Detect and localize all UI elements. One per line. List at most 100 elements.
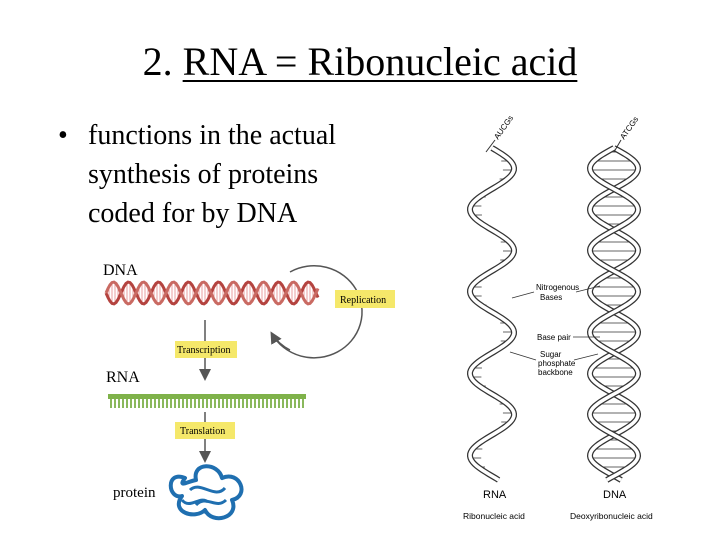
rna-base (294, 399, 296, 408)
rna-base (190, 399, 192, 408)
rna-base (218, 399, 220, 408)
rna-base (198, 399, 200, 408)
rna-base (210, 399, 212, 408)
transcription-label: Transcription (177, 345, 231, 356)
rna-base (298, 399, 300, 408)
rna-base (150, 399, 152, 408)
dna-label: DNA (103, 262, 138, 279)
replication-loop-arrow (270, 265, 363, 359)
bullet-line-3: coded for by DNA (88, 198, 298, 229)
callout-backbone: backbone (538, 368, 573, 377)
bullet-dot: • (58, 120, 68, 151)
rna-base (238, 399, 240, 408)
rna-base (230, 399, 232, 408)
rna-subcaption: Ribonucleic acid (463, 511, 525, 521)
rna-base (258, 399, 260, 408)
rna-base (262, 399, 264, 408)
dna-subcaption: Deoxyribonucleic acid (570, 511, 653, 521)
rna-base (250, 399, 252, 408)
rna-base (158, 399, 160, 408)
rna-base (278, 399, 280, 408)
rna-bases (110, 399, 304, 408)
helix-backbone-highlight (468, 146, 516, 482)
rna-base (202, 399, 204, 408)
helix-backbone-highlight (588, 146, 640, 482)
protein-label: protein (113, 485, 156, 501)
rna-strand-backbone (108, 394, 306, 399)
rna-base (266, 399, 268, 408)
rna-base (110, 399, 112, 408)
rna-base (138, 399, 140, 408)
protein-blob (168, 464, 244, 521)
rna-base (206, 399, 208, 408)
dna-top-label: ATCGs (618, 115, 640, 141)
rna-base (302, 399, 304, 408)
rna-base (114, 399, 116, 408)
rna-base (226, 399, 228, 408)
dna-double-helix (586, 145, 642, 483)
rna-base (242, 399, 244, 408)
rna-base (122, 399, 124, 408)
rna-base (290, 399, 292, 408)
title-text: RNA = Ribonucleic acid (182, 39, 578, 84)
replication-label: Replication (340, 295, 386, 306)
dna-backbone-strand (104, 280, 320, 306)
rna-base (126, 399, 128, 408)
rna-base (286, 399, 288, 408)
callout-nitrogenous: Nitrogenous (536, 283, 579, 292)
dna-helix-strand (104, 280, 320, 306)
helix-backbone-highlight (588, 146, 640, 482)
rna-base (270, 399, 272, 408)
callout-base-pair: Base pair (537, 333, 571, 342)
rna-base (246, 399, 248, 408)
bullet-line-1: functions in the actual (88, 120, 337, 151)
rna-base (194, 399, 196, 408)
rna-base (162, 399, 164, 408)
rna-base (254, 399, 256, 408)
dna-backbone-strand (104, 280, 320, 306)
rna-base (154, 399, 156, 408)
rna-single-helix (466, 145, 518, 483)
bases-pointer-left (511, 291, 535, 299)
rna-base (130, 399, 132, 408)
rna-base (222, 399, 224, 408)
rna-base (170, 399, 172, 408)
rna-top-label: AUCGs (492, 114, 515, 141)
title-number: 2. (142, 39, 173, 84)
translation-box (175, 422, 235, 439)
rna-base (178, 399, 180, 408)
rna-base (118, 399, 120, 408)
rna-caption: RNA (483, 489, 507, 501)
rna-top-pointer (485, 139, 496, 153)
rna-base (214, 399, 216, 408)
callout-sugar: Sugar (540, 350, 562, 359)
callout-bases: Bases (540, 293, 562, 302)
translation-label: Translation (180, 426, 225, 437)
rna-base (146, 399, 148, 408)
transcription-box (175, 341, 237, 358)
rna-label: RNA (106, 369, 140, 386)
rna-base (134, 399, 136, 408)
rna-base (174, 399, 176, 408)
rna-base (274, 399, 276, 408)
dna-top-pointer (613, 139, 622, 153)
replication-loop-tail (271, 333, 291, 351)
rna-base (186, 399, 188, 408)
slide-title: 2. RNA = Ribonucleic acid (0, 38, 720, 86)
callout-phosphate: phosphate (538, 359, 576, 368)
replication-box (335, 290, 395, 308)
backbone-pointer-right (573, 353, 599, 361)
dna-caption: DNA (603, 489, 627, 501)
bullet-text: functions in the actual synthesis of pro… (88, 116, 388, 233)
rna-base (166, 399, 168, 408)
bases-pointer-right (575, 285, 601, 293)
backbone-pointer-left (509, 351, 537, 361)
rna-base (234, 399, 236, 408)
bullet-line-2: synthesis of proteins (88, 159, 319, 190)
rna-base (142, 399, 144, 408)
rna-base (182, 399, 184, 408)
rna-base (282, 399, 284, 408)
